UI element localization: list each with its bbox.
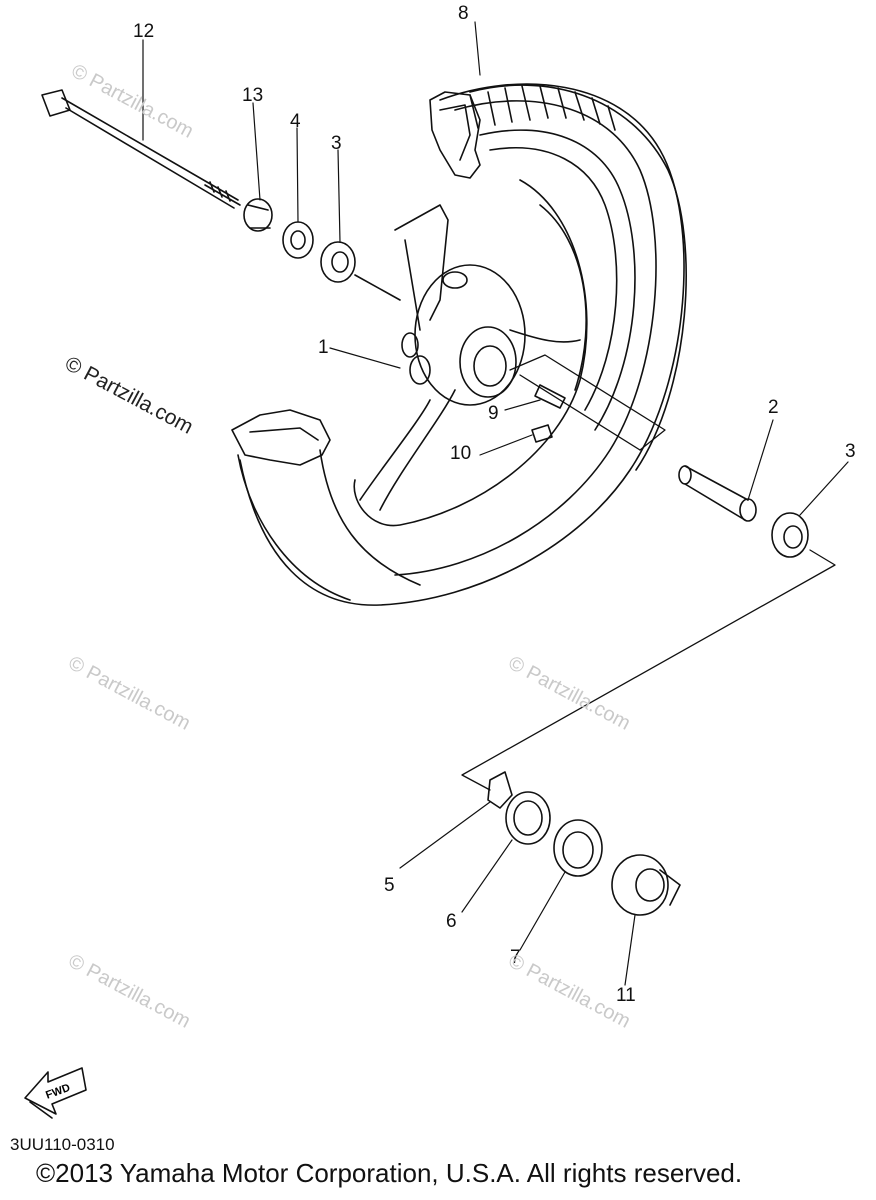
copyright-notice: ©2013 Yamaha Motor Corporation, U.S.A. A… (36, 1158, 743, 1188)
gear-retainer-part-5 (487, 771, 513, 809)
seal-part-4 (282, 221, 314, 259)
leader-lines (142, 21, 849, 986)
valve-part-9 (534, 384, 566, 409)
gear-unit-part-11 (611, 854, 681, 916)
bearing-part-3-left (320, 241, 356, 283)
oil-seal-part-6 (505, 791, 551, 845)
callout-3-left: 3 (331, 133, 342, 154)
valve-cap-part-10 (531, 424, 553, 443)
assembly-guide-lines (461, 354, 836, 791)
callout-1: 1 (318, 337, 329, 358)
callout-13: 13 (242, 85, 264, 106)
bearing-part-7 (553, 819, 603, 877)
collar-part-2 (678, 465, 757, 522)
callout-11: 11 (616, 985, 636, 1006)
callout-4: 4 (290, 111, 301, 132)
callout-3-right: 3 (845, 441, 856, 462)
bearing-part-3-right (771, 512, 809, 558)
diagram-code: 3UU110-0310 (10, 1135, 115, 1154)
callout-6: 6 (446, 911, 457, 932)
callout-7: 7 (510, 947, 521, 968)
spacer-part-13 (243, 198, 273, 232)
callout-2: 2 (768, 397, 779, 418)
fwd-arrow-icon (24, 1067, 87, 1119)
callout-9: 9 (488, 403, 499, 424)
tire-part-8 (231, 83, 687, 606)
callout-12: 12 (133, 21, 155, 42)
axle-part-12 (41, 89, 241, 209)
callout-10: 10 (450, 443, 472, 464)
callout-8: 8 (458, 3, 469, 24)
callout-5: 5 (384, 875, 395, 896)
wheel-rim-part-1 (353, 179, 588, 527)
